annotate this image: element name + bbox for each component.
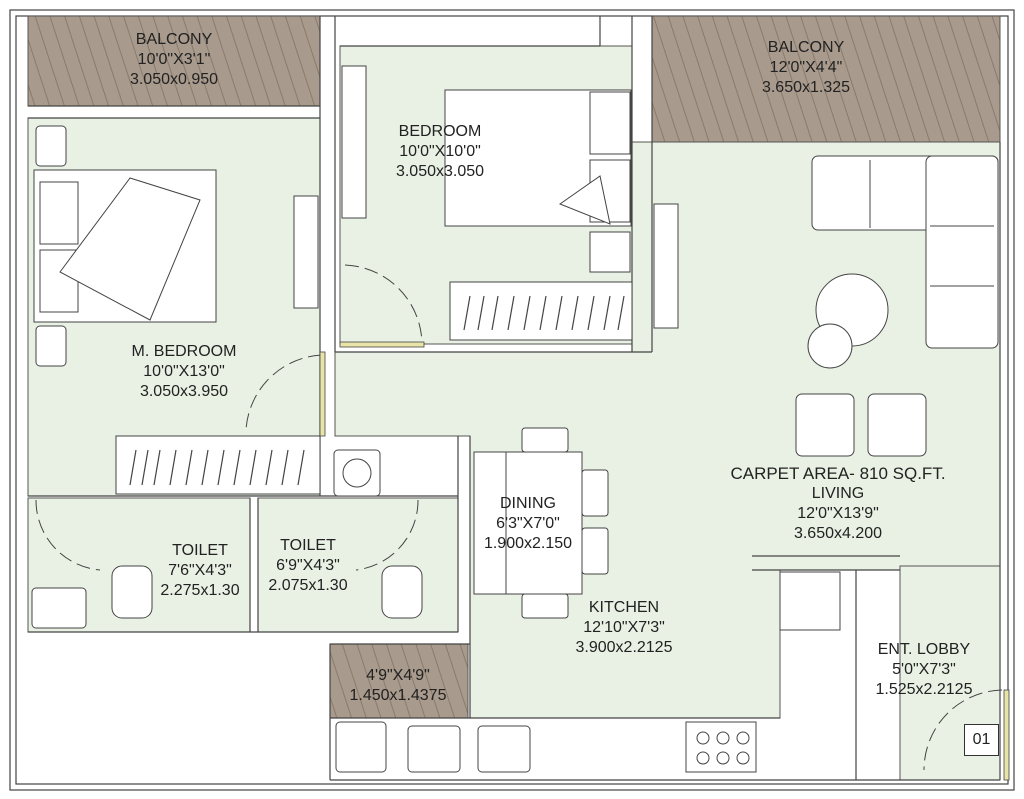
living-label: CARPET AREA- 810 SQ.FT. LIVING 12'0"X13'… [700, 464, 976, 544]
toilet-right-dim-m: 2.075x1.30 [268, 577, 348, 594]
master-bed [33, 125, 217, 367]
bedroom-dim-ft: 10'0"X10'0" [399, 143, 481, 160]
door-swings [35, 264, 1003, 771]
balcony-right-name: BALCONY [767, 39, 845, 56]
balcony-left-label: BALCONY 10'0"X3'1" 3.050x0.950 [86, 30, 262, 90]
wc-right [381, 565, 423, 619]
utility-deck [329, 643, 469, 719]
sink-1 [407, 725, 461, 773]
kitchen-dim-m: 3.900x2.2125 [575, 639, 673, 656]
master-bedroom-dim-ft: 10'0"X13'0" [143, 363, 225, 380]
balcony-left-dim-ft: 10'0"X3'1" [137, 51, 211, 68]
entrance-lobby-dim-m: 1.525x2.2125 [875, 681, 973, 698]
nightstand-top [35, 125, 67, 167]
dining-dim-ft: 6'3"X7'0" [496, 515, 560, 532]
toilet-right-floor [257, 497, 459, 633]
balcony-right-label: BALCONY 12'0"X4'4" 3.650x1.325 [718, 38, 894, 98]
toilet-fixtures [31, 449, 423, 629]
wardrobe-master [115, 435, 321, 495]
wardrobe-bedroom [449, 281, 633, 341]
utility-dim-ft: 4'9"X4'9" [366, 667, 430, 684]
side-table [807, 323, 853, 369]
washing-machine [335, 721, 387, 773]
toilet-right-label: TOILET 6'9"X4'3" 2.075x1.30 [244, 536, 372, 596]
unit-number-badge: 01 [964, 724, 999, 756]
master-bedroom-name: M. BEDROOM [131, 343, 237, 360]
bedroom-dim-m: 3.050x3.050 [395, 163, 485, 180]
kitchen-counter [335, 571, 841, 773]
kitchen-label: KITCHEN 12'10"X7'3" 3.900x2.2125 [546, 598, 702, 658]
entrance-lobby-dim-ft: 5'0"X7'3" [892, 661, 956, 678]
armchair-2 [867, 393, 927, 457]
master-bedroom-label: M. BEDROOM 10'0"X13'0" 3.050x3.950 [96, 342, 272, 402]
balcony-right-dim-ft: 12'0"X4'4" [769, 59, 843, 76]
balcony-left-deck [27, 15, 321, 107]
balcony-right-dim-m: 3.650x1.325 [761, 79, 851, 96]
toilet-right-name: TOILET [280, 537, 336, 554]
balcony-left-name: BALCONY [135, 31, 213, 48]
bedroom-label: BEDROOM 10'0"X10'0" 3.050x3.050 [352, 122, 528, 182]
bedroom-bed [444, 89, 632, 273]
living-name: LIVING [811, 485, 865, 502]
armchair-1 [795, 393, 855, 457]
sofa [795, 155, 999, 457]
dining-table [473, 427, 609, 619]
dining-dim-m: 1.900x2.150 [483, 535, 573, 552]
bedroom-nightstand [589, 231, 631, 273]
sliding-doors [293, 65, 679, 329]
balcony-left-dim-m: 3.050x0.950 [129, 71, 219, 88]
bedroom-name: BEDROOM [398, 123, 482, 140]
living-dim-m: 3.650x4.200 [793, 525, 883, 542]
master-bedroom-dim-m: 3.050x3.950 [139, 383, 229, 400]
balcony-right-deck [651, 15, 1001, 143]
kitchen-dim-ft: 12'10"X7'3" [583, 619, 665, 636]
sink-2 [477, 725, 531, 773]
toilet-left-dim-m: 2.275x1.30 [160, 582, 240, 599]
dining-label: DINING 6'3"X7'0" 1.900x2.150 [464, 494, 592, 554]
wash-basin-left [31, 587, 87, 629]
entrance-lobby-name: ENT. LOBBY [877, 641, 971, 658]
kitchen-name: KITCHEN [588, 599, 660, 616]
utility-dim-m: 1.450x1.4375 [349, 687, 447, 704]
utility-label: 4'9"X4'9" 1.450x1.4375 [334, 666, 462, 706]
outer-walls [9, 9, 1015, 791]
nightstand-bottom [35, 325, 67, 367]
toilet-left-name: TOILET [172, 542, 228, 559]
toilet-right-dim-ft: 6'9"X4'3" [276, 557, 340, 574]
wardrobe-hangers [129, 295, 625, 486]
wc-left [111, 565, 153, 619]
wardrobes [115, 281, 633, 495]
entrance-lobby-label: ENT. LOBBY 5'0"X7'3" 1.525x2.2125 [856, 640, 992, 700]
door-frames [319, 341, 1010, 781]
toilet-left-label: TOILET 7'6"X4'3" 2.275x1.30 [136, 541, 264, 601]
interior-walls [28, 16, 1001, 781]
dining-name: DINING [500, 495, 556, 512]
toilet-left-dim-ft: 7'6"X4'3" [168, 562, 232, 579]
carpet-area: CARPET AREA- 810 SQ.FT. [730, 464, 946, 483]
living-dim-ft: 12'0"X13'9" [797, 505, 879, 522]
